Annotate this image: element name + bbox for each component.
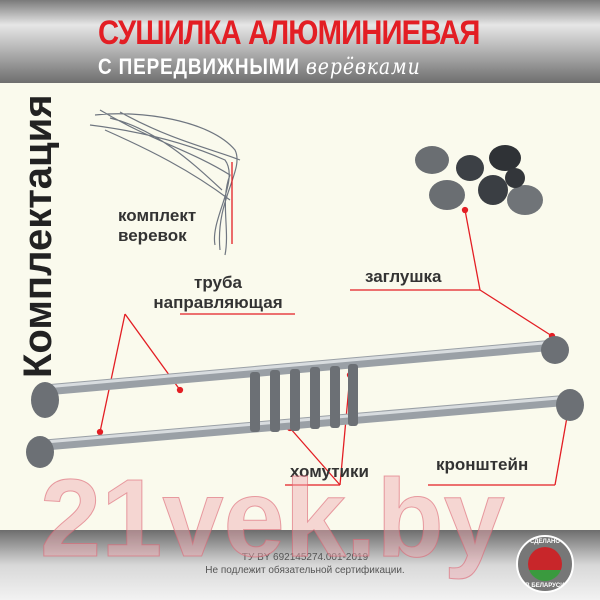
- badge-bottom: В БЕЛАРУСИ: [525, 583, 565, 589]
- label-cap: заглушка: [365, 267, 442, 286]
- belarus-flag-icon: [528, 547, 562, 581]
- product-title: СУШИЛКА АЛЮМИНИЕВАЯ: [98, 14, 480, 52]
- label-ropes: комплект веревок: [118, 206, 197, 245]
- label-clamps: хомутики: [290, 462, 369, 481]
- product-subtitle: С ПЕРЕДВИЖНЫМИ верёвками: [98, 54, 421, 80]
- dryer-rails-image: [26, 336, 584, 468]
- badge-top: СДЕЛАНО: [529, 539, 561, 545]
- cert-text: Не подлежит обязательной сертификации.: [205, 565, 405, 576]
- header-banner: СУШИЛКА АЛЮМИНИЕВАЯ С ПЕРЕДВИЖНЫМИ верёв…: [0, 0, 600, 83]
- subtitle-script: верёвками: [305, 55, 421, 80]
- subtitle-text: С ПЕРЕДВИЖНЫМИ: [98, 54, 300, 79]
- end-caps-image: [415, 145, 543, 215]
- spec-text: ТУ BY 692145274.001-2019: [241, 552, 369, 563]
- label-tube: труба направляющая: [153, 273, 283, 312]
- section-title: Комплектация: [16, 94, 60, 378]
- label-bracket: кронштейн: [436, 455, 529, 474]
- footer-bar: ТУ BY 692145274.001-2019 Не подлежит обя…: [0, 530, 600, 600]
- made-in-belarus-badge: СДЕЛАНО В БЕЛАРУСИ: [516, 535, 574, 593]
- rope-bundle-image: [89, 109, 241, 256]
